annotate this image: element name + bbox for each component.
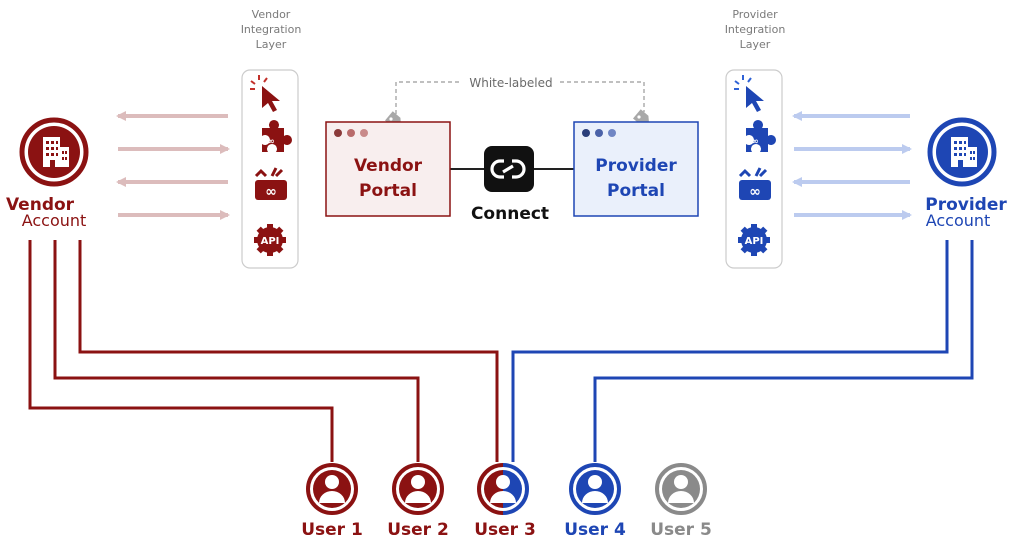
api-gear-icon: API <box>738 224 770 256</box>
provider-layer-caption-2: Integration <box>725 23 786 36</box>
provider-integration-layer: Provider Integration Layer ∞ ∞ API <box>725 8 786 269</box>
window-dots <box>582 129 616 137</box>
svg-text:API: API <box>745 236 764 247</box>
vendor-layer-panel <box>241 69 299 269</box>
svg-text:∞: ∞ <box>751 137 759 147</box>
user-3: User 3 <box>474 463 536 540</box>
vendor-portal-line1: Vendor <box>354 156 423 176</box>
vendor-portal-line2: Portal <box>359 181 417 201</box>
vendor-account: Vendor Account <box>6 117 89 230</box>
provider-portal-line2: Portal <box>607 181 665 201</box>
vendor-layer-caption-1: Vendor <box>252 8 291 21</box>
link-provider-user4 <box>593 240 974 462</box>
link-chain-icon <box>490 159 526 179</box>
user-4: User 4 <box>564 463 626 540</box>
white-label-text: White-labeled <box>469 76 552 90</box>
svg-text:API: API <box>261 236 280 247</box>
svg-text:∞: ∞ <box>749 184 761 200</box>
vendor-arrows <box>116 111 230 220</box>
link-vendor-user2 <box>53 240 420 462</box>
user-icon <box>477 463 529 515</box>
vendor-layer-caption-3: Layer <box>256 38 287 51</box>
provider-user-links <box>511 240 974 462</box>
vendor-user-links <box>28 240 499 462</box>
provider-arrows <box>792 111 912 220</box>
provider-account: Provider Account <box>925 117 1007 230</box>
user-icon <box>306 463 358 515</box>
user-2: User 2 <box>387 463 449 540</box>
link-vendor-user3 <box>78 240 499 462</box>
user-5: User 5 <box>650 463 712 540</box>
connect-label: Connect <box>471 204 549 224</box>
vendor-account-line1: Vendor <box>6 195 75 215</box>
users: User 1 User 2 <box>301 463 712 540</box>
puzzle-infinity-icon: ∞ <box>262 120 292 152</box>
provider-account-line1: Provider <box>925 195 1007 215</box>
provider-layer-panel <box>725 69 783 269</box>
api-gear-icon: API <box>254 224 286 256</box>
user-label: User 2 <box>387 520 449 540</box>
cursor-click-icon <box>734 75 764 112</box>
user-icon <box>655 463 707 515</box>
user-label: User 3 <box>474 520 536 540</box>
provider-portal: Provider Portal <box>573 121 699 217</box>
user-label: User 5 <box>650 520 712 540</box>
vendor-account-line2: Account <box>22 211 87 230</box>
tag-icon <box>633 109 650 125</box>
link-vendor-user1 <box>28 240 334 462</box>
user-label: User 4 <box>564 520 626 540</box>
toolbox-infinity-icon: ∞ <box>254 167 287 200</box>
svg-text:∞: ∞ <box>265 184 277 200</box>
puzzle-infinity-icon: ∞ <box>746 120 777 152</box>
provider-layer-caption-1: Provider <box>732 8 778 21</box>
vendor-layer-caption-2: Integration <box>241 23 302 36</box>
vendor-integration-layer: Vendor Integration Layer ∞ ∞ <box>241 8 302 269</box>
window-dots <box>334 129 368 137</box>
vendor-portal: Vendor Portal <box>325 121 451 217</box>
provider-portal-line1: Provider <box>595 156 677 176</box>
user-icon <box>392 463 444 515</box>
connect-logo: Connect <box>471 146 549 224</box>
provider-account-line2: Account <box>926 211 991 230</box>
user-1: User 1 <box>301 463 363 540</box>
link-provider-user3 <box>511 240 949 462</box>
toolbox-infinity-icon: ∞ <box>738 167 771 200</box>
building-icon <box>951 137 977 167</box>
user-icon <box>569 463 621 515</box>
white-label-connector: White-labeled <box>385 76 650 127</box>
cursor-click-icon <box>250 75 280 112</box>
svg-text:∞: ∞ <box>267 137 275 147</box>
building-icon <box>43 137 69 167</box>
user-label: User 1 <box>301 520 363 540</box>
provider-layer-caption-3: Layer <box>740 38 771 51</box>
